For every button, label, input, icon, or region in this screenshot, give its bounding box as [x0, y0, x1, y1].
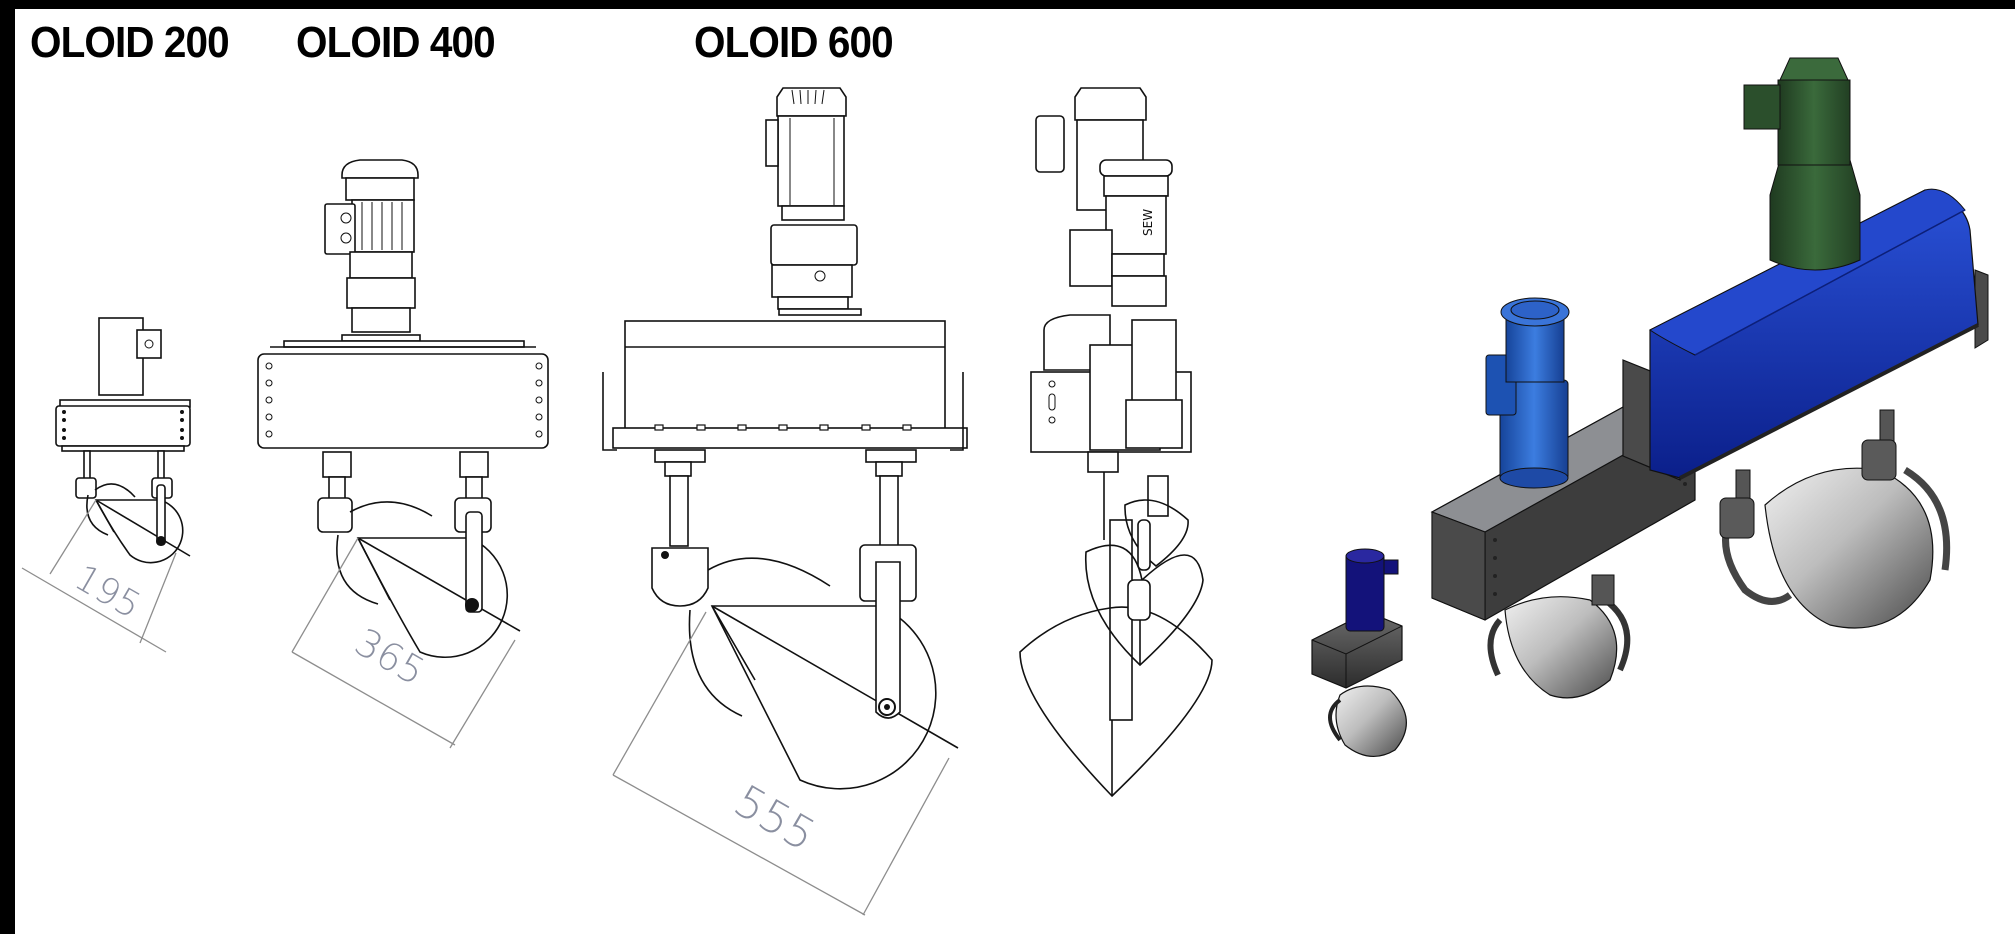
motor-brand-mark: SEW: [1141, 209, 1155, 236]
top-border: [0, 0, 2015, 9]
drawing-oloid-200: 195: [21, 317, 191, 653]
drawing-oloid-600-side: SEW: [1019, 87, 1213, 798]
render-oloid-200: [1311, 548, 1407, 757]
left-border: [0, 0, 15, 934]
dimension-555: 555: [726, 775, 824, 861]
drawing-oloid-400: 365: [257, 159, 549, 749]
dimension-365: 365: [348, 620, 433, 694]
label-oloid-400: OLOID 400: [296, 18, 496, 67]
label-oloid-600: OLOID 600: [694, 18, 894, 67]
render-oloid-600: [1622, 57, 1989, 629]
label-oloid-200: OLOID 200: [30, 18, 230, 67]
drawing-oloid-600: 555: [602, 87, 968, 916]
dimension-195: 195: [68, 557, 148, 627]
